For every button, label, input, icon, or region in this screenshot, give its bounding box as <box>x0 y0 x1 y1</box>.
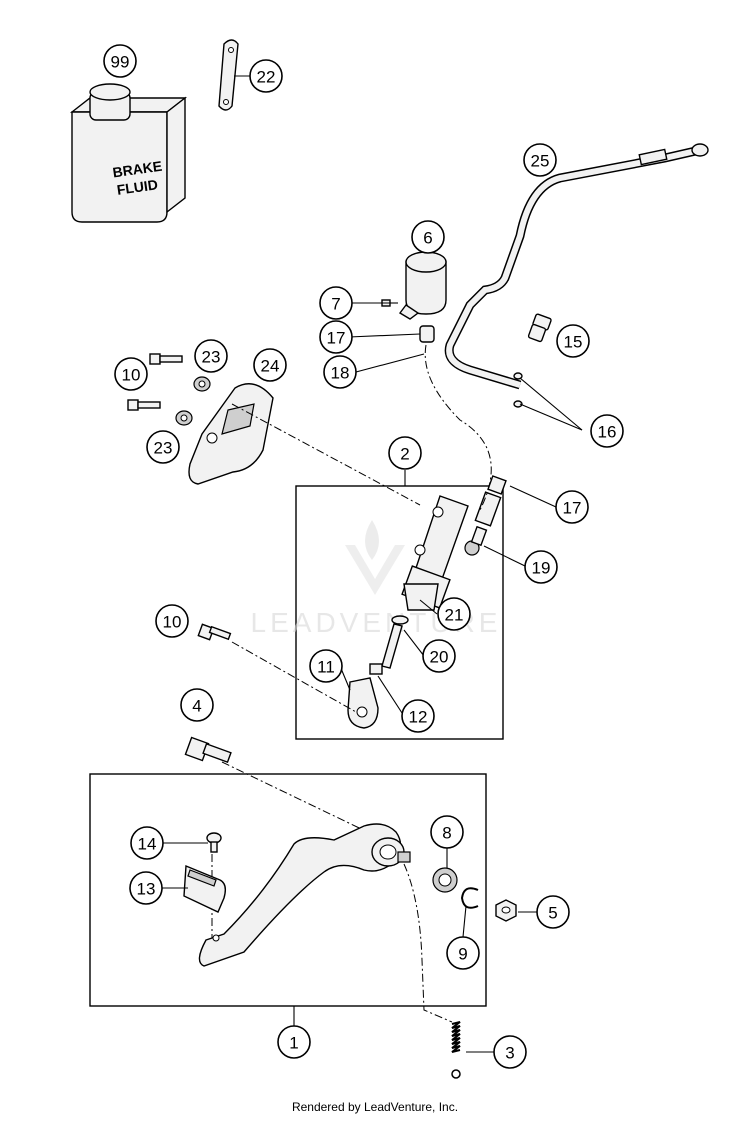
svg-text:99: 99 <box>111 53 130 72</box>
spring-3 <box>451 1021 461 1079</box>
svg-text:14: 14 <box>138 835 157 854</box>
washers-23 <box>175 376 211 426</box>
svg-text:24: 24 <box>261 357 280 376</box>
strap-part <box>218 39 239 111</box>
callout-14: 14 <box>130 826 164 860</box>
svg-text:2: 2 <box>400 445 409 464</box>
callout-19: 19 <box>524 550 558 584</box>
svg-text:17: 17 <box>327 329 346 348</box>
svg-text:22: 22 <box>257 68 276 87</box>
screw-14 <box>206 832 222 853</box>
callout-17-mid: 17 <box>555 490 589 524</box>
bolt-10-upper <box>149 353 183 365</box>
svg-text:6: 6 <box>423 229 432 248</box>
pivot-bolt-4 <box>184 736 232 764</box>
reservoir <box>398 251 447 343</box>
callout-15: 15 <box>556 324 590 358</box>
svg-text:4: 4 <box>192 697 201 716</box>
svg-text:12: 12 <box>409 708 428 727</box>
watermark-logo: LEADVENTURE <box>251 520 497 638</box>
callout-6: 6 <box>411 220 445 254</box>
callout-12: 12 <box>401 699 435 733</box>
clips-16 <box>513 372 523 408</box>
bellows-21 <box>403 583 439 611</box>
callout-16: 16 <box>590 414 624 448</box>
callout-2: 2 <box>388 436 422 470</box>
svg-text:9: 9 <box>458 945 467 964</box>
callout-13: 13 <box>129 871 163 905</box>
pushrod-20 <box>369 615 409 675</box>
callout-11: 11 <box>309 649 343 683</box>
group-box-1 <box>89 773 487 1007</box>
bolt-10-lower <box>127 399 161 411</box>
svg-text:13: 13 <box>137 880 156 899</box>
svg-text:17: 17 <box>563 499 582 518</box>
heel-guard <box>188 383 274 485</box>
circlip-9 <box>460 887 479 909</box>
svg-text:15: 15 <box>564 333 583 352</box>
routing-line-2 <box>231 403 421 506</box>
fitting-15 <box>527 313 552 343</box>
svg-text:20: 20 <box>430 648 449 667</box>
brake-pedal <box>198 823 411 967</box>
pedal-tip-13 <box>183 864 227 913</box>
brake-fluid-can: BRAKE FLUID <box>69 83 188 223</box>
svg-text:11: 11 <box>317 658 335 677</box>
bolt-10-rod <box>197 623 232 641</box>
svg-text:21: 21 <box>445 606 464 625</box>
svg-text:23: 23 <box>154 439 173 458</box>
svg-text:10: 10 <box>122 366 141 385</box>
callout-24: 24 <box>253 348 287 382</box>
svg-text:1: 1 <box>289 1034 298 1053</box>
svg-text:7: 7 <box>331 295 340 314</box>
bearing-8 <box>432 867 458 893</box>
callout-99: 99 <box>103 44 137 78</box>
routing-line-3 <box>231 641 357 713</box>
callout-3: 3 <box>493 1035 527 1069</box>
callout-10-lower: 10 <box>155 604 189 638</box>
callout-20: 20 <box>422 639 456 673</box>
fluid-can-label-2: FLUID <box>116 176 159 198</box>
svg-text:8: 8 <box>442 824 451 843</box>
callout-9: 9 <box>446 936 480 970</box>
footer-credit: Rendered by LeadVenture, Inc. <box>291 1100 459 1114</box>
routing-line-5 <box>403 863 453 1023</box>
svg-text:16: 16 <box>598 423 617 442</box>
callout-18: 18 <box>323 355 357 389</box>
callout-25: 25 <box>523 143 557 177</box>
svg-text:23: 23 <box>202 348 221 367</box>
svg-text:3: 3 <box>505 1044 514 1063</box>
svg-text:19: 19 <box>532 559 551 578</box>
callout-10-upper: 10 <box>114 357 148 391</box>
fluid-can-label-1: BRAKE <box>112 158 164 181</box>
callout-8: 8 <box>430 815 464 849</box>
routing-line-1 <box>424 344 492 511</box>
callout-21: 21 <box>437 597 471 631</box>
group-box-2 <box>295 485 504 740</box>
callout-7: 7 <box>319 286 353 320</box>
nut-5 <box>495 899 517 922</box>
callout-4: 4 <box>180 688 214 722</box>
svg-text:18: 18 <box>331 364 350 383</box>
svg-text:25: 25 <box>531 152 550 171</box>
callout-22: 22 <box>249 59 283 93</box>
brake-hose <box>444 143 709 390</box>
callout-23-lower: 23 <box>146 430 180 464</box>
callout-5: 5 <box>536 895 570 929</box>
svg-text:10: 10 <box>163 613 182 632</box>
routing-line-4 <box>221 761 381 839</box>
callout-17-top: 17 <box>319 320 353 354</box>
callout-23-upper: 23 <box>194 339 228 373</box>
leader-lines <box>162 75 583 1053</box>
svg-text:5: 5 <box>548 904 557 923</box>
clevis-11 <box>347 677 379 729</box>
callout-1: 1 <box>277 1025 311 1059</box>
